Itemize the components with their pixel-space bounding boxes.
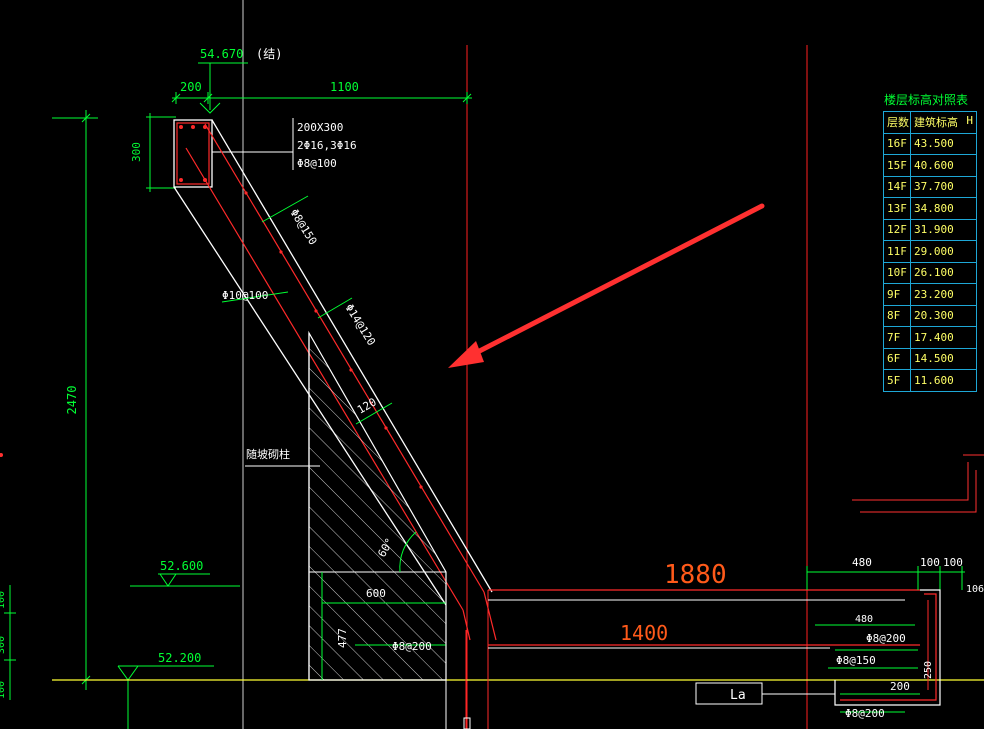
anchor-length-label: La — [730, 688, 746, 703]
top-dimension-line — [171, 92, 472, 104]
dim-1880-label: 1880 — [664, 560, 727, 590]
left-dim-100-bottom: 100 — [0, 681, 7, 699]
beam-depth-dimension — [146, 113, 176, 192]
floor-cell: 14F — [883, 175, 911, 198]
dim-250-label: 250 — [923, 661, 934, 679]
elevation-cell: 43.500 — [910, 132, 977, 155]
elevation-52-200-label: 52.200 — [158, 651, 201, 665]
floor-cell: 5F — [883, 369, 911, 392]
dim-1400-label: 1400 — [620, 621, 668, 645]
slab-bar-a-leader — [261, 195, 309, 223]
base-600-label: 600 — [366, 587, 386, 600]
elevation-cell: 23.200 — [910, 283, 977, 306]
base-477-label: 477 — [336, 628, 349, 648]
beam-depth-300-label: 300 — [130, 142, 143, 162]
small-column-tag — [463, 717, 471, 729]
top-beam-outline — [173, 119, 213, 188]
floor-cell: 8F — [883, 304, 911, 327]
elevation-cell: 40.600 — [910, 154, 977, 177]
edge-bar-a-label: Φ8@200 — [866, 632, 906, 645]
left-dim-100-top: 100 — [0, 591, 7, 609]
floor-cell: 16F — [883, 132, 911, 155]
elevation-cell: 31.900 — [910, 218, 977, 241]
dim-100a-label: 100 — [920, 556, 940, 569]
base-dimensions — [321, 572, 446, 680]
floor-cell: 13F — [883, 197, 911, 220]
annotation-arrow — [448, 203, 765, 368]
edge-marker — [0, 453, 3, 457]
floor-table-title: 楼层标高对照表 — [884, 93, 969, 107]
angle-arc — [399, 531, 417, 573]
sloped-slab-bar-dots — [244, 191, 423, 489]
elevation-52-600-label: 52.600 — [160, 559, 203, 573]
overhang-1100-label: 1100 — [330, 80, 359, 94]
dim-106-label: 106 — [966, 584, 984, 595]
top-elevation-note: (结) — [256, 47, 282, 61]
elevation-cell: 14.500 — [910, 347, 977, 370]
slab-bar-c-leader — [317, 297, 353, 319]
top-elevation-label: 54.670 — [200, 47, 243, 61]
right-slab-lines — [488, 589, 920, 649]
bottom-bar-label: Φ8@200 — [392, 640, 432, 653]
beam-stirrup-label: Φ8@100 — [297, 157, 337, 170]
elevation-marker-upper — [130, 573, 240, 587]
top-elevation-marker — [198, 62, 248, 114]
floor-cell: 6F — [883, 347, 911, 370]
thickness-dim-line — [355, 402, 393, 425]
floor-cell: 12F — [883, 218, 911, 241]
dim-100b-label: 100 — [943, 556, 963, 569]
slab-bar-b-leader — [221, 291, 289, 303]
elevation-cell: 29.000 — [910, 240, 977, 263]
left-small-dimensions — [4, 585, 16, 700]
elevation-cell: 17.400 — [910, 326, 977, 349]
beam-width-200-label: 200 — [180, 80, 202, 94]
edge-bar-c-label: Φ8@200 — [845, 707, 885, 720]
dim-480-inner-label: 480 — [855, 614, 873, 625]
floor-cell: 7F — [883, 326, 911, 349]
height-2470-label: 2470 — [65, 386, 79, 415]
elevation-cell: 34.800 — [910, 197, 977, 220]
floor-table-header-floor: 层数 — [883, 111, 911, 134]
floor-cell: 11F — [883, 240, 911, 263]
fill-material-label: 随坡砌柱 — [246, 447, 290, 461]
slab-bar-b-label: Φ10@100 — [222, 289, 268, 302]
edge-beam-detail — [834, 589, 941, 706]
beam-main-bars-label: 2Φ16,3Φ16 — [297, 139, 357, 152]
lower-column-lines — [465, 590, 489, 729]
left-dim-300: 300 — [0, 636, 7, 654]
elevation-cell: 26.100 — [910, 261, 977, 284]
floor-cell: 10F — [883, 261, 911, 284]
edge-bar-b-label: Φ8@150 — [836, 654, 876, 667]
right-detail-dimensions — [806, 566, 965, 626]
floor-cell: 15F — [883, 154, 911, 177]
elevation-cell: 20.300 — [910, 304, 977, 327]
top-beam-stirrup — [176, 122, 210, 185]
dim-480-top-label: 480 — [852, 556, 872, 569]
floor-cell: 9F — [883, 283, 911, 306]
far-right-red-outline — [852, 454, 984, 513]
dim-200-label: 200 — [890, 680, 910, 693]
beam-size-label: 200X300 — [297, 121, 343, 134]
elevation-cell: 37.700 — [910, 175, 977, 198]
elevation-cell: 11.600 — [910, 369, 977, 392]
